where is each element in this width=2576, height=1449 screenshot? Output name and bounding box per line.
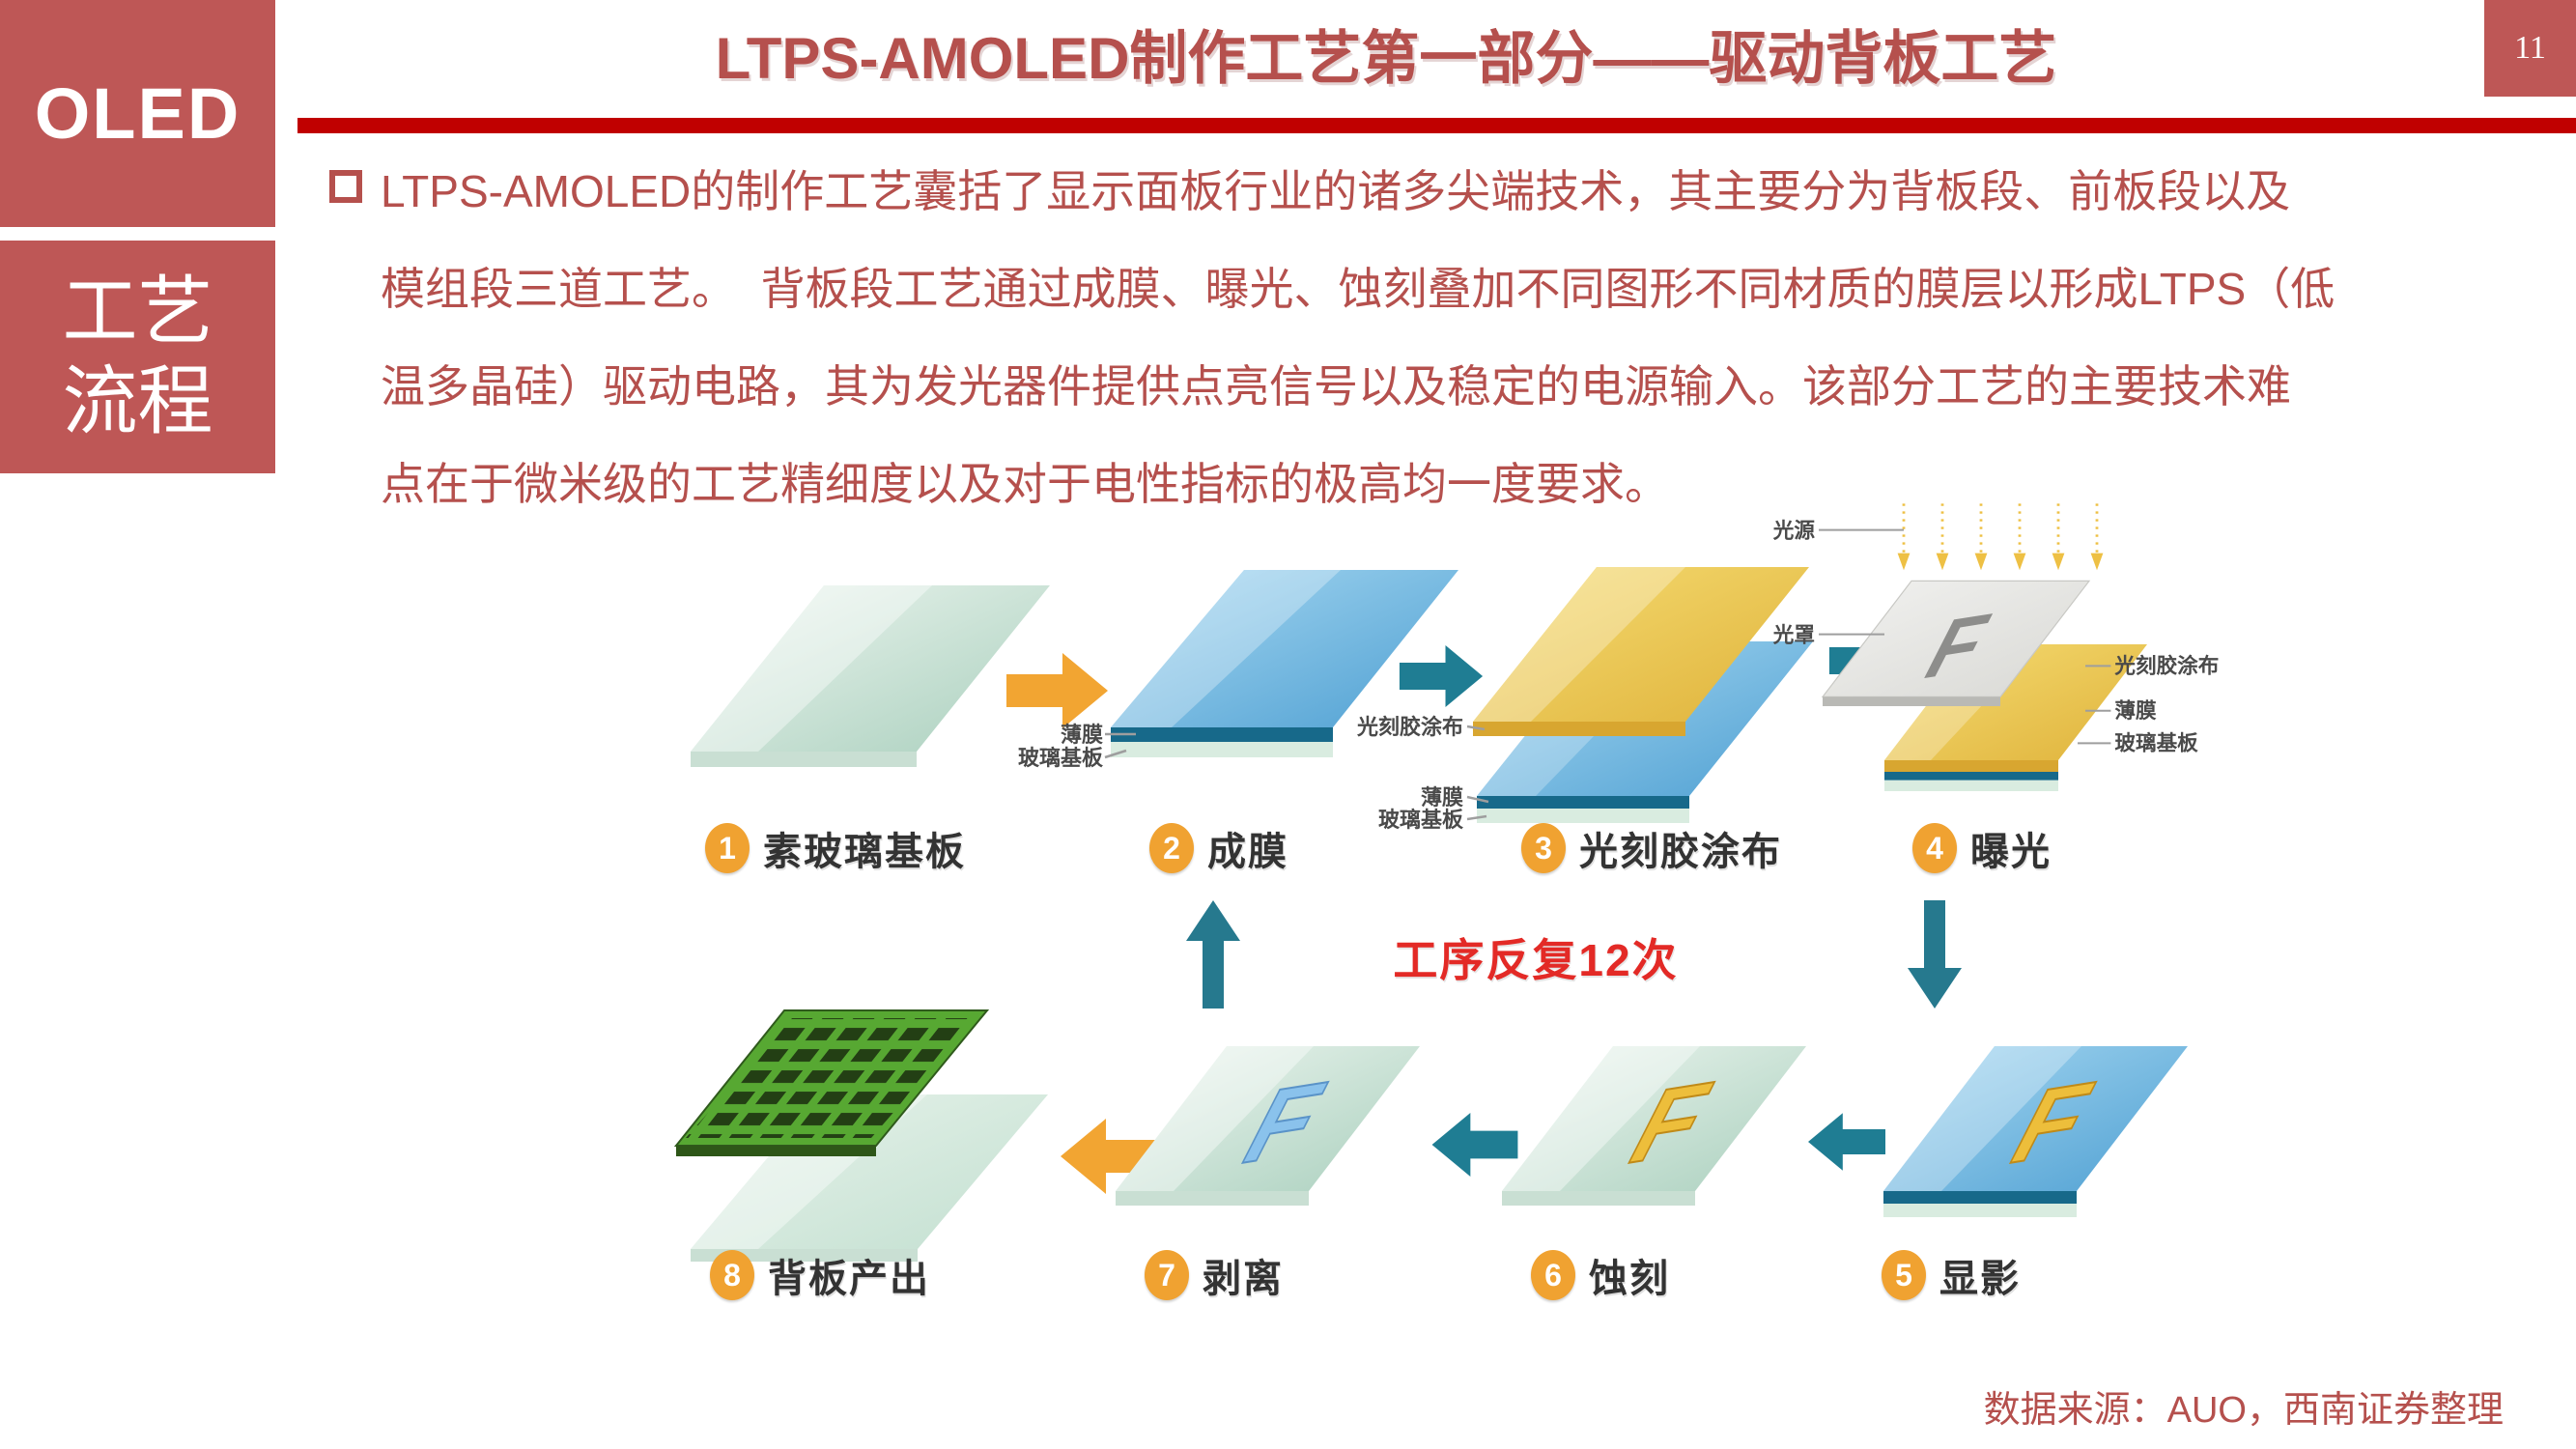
illustration-step7-strip: F: [1116, 1046, 1420, 1206]
step-8-number-badge: 8: [710, 1250, 754, 1300]
step4-label-photomask: 光罩: [1772, 623, 1815, 647]
step-2-number-badge: 2: [1149, 823, 1194, 873]
step-6-label: 蚀刻: [1589, 1258, 1670, 1300]
step4-layer-label-glass: 玻璃基板: [2114, 731, 2198, 755]
illustration-step6-etch: F: [1502, 1046, 1806, 1206]
step-4-caption: 4 曝光: [1912, 821, 2052, 875]
title-underline-rule: [297, 118, 2576, 133]
page-title: LTPS-AMOLED制作工艺第一部分——驱动背板工艺: [715, 26, 2057, 91]
step-1-caption: 1 素玻璃基板: [705, 821, 966, 875]
step-6-caption: 6 蚀刻: [1531, 1248, 1670, 1302]
step-2-caption: 2 成膜: [1149, 821, 1288, 875]
step-3-number-badge: 3: [1521, 823, 1566, 873]
oled-logo-block: OLED: [0, 0, 275, 227]
body-line: 模组段三道工艺。 背板段工艺通过成膜、曝光、蚀刻叠加不同图形不同材质的膜层以形成…: [381, 264, 2335, 314]
flow-arrow-step7-to-step2-up-icon: [1186, 900, 1240, 1009]
step-8-caption: 8 背板产出: [710, 1248, 930, 1302]
illustration-step5-develop: F: [1883, 1046, 2188, 1217]
step-3-caption: 3 光刻胶涂布: [1521, 821, 1782, 875]
light-rays-icon: [1902, 503, 2099, 554]
illustration-step8-backplane: [673, 1009, 1048, 1262]
bullet-square-icon: [329, 170, 362, 203]
flow-arrow-step7-to-step8-icon: [1061, 1119, 1162, 1194]
illustration-step2-film: 薄膜 玻璃基板: [1018, 570, 1458, 770]
step-5-label: 显影: [1939, 1258, 2021, 1300]
illustration-step3-photoresist: 光刻胶涂布 薄膜 玻璃基板: [1356, 567, 1813, 832]
data-source-note: 数据来源：AUO，西南证券整理: [1983, 1390, 2504, 1431]
body-line: 点在于微米级的工艺精细度以及对于电性指标的极高均一度要求。: [381, 459, 1669, 509]
illustration-step4-exposure: F 光源 光罩 光刻胶涂布 薄膜 玻璃基板: [1772, 503, 2219, 791]
step2-layer-label-glass: 玻璃基板: [1018, 746, 1104, 770]
step-8-label: 背板产出: [768, 1258, 930, 1300]
step-7-label: 剥离: [1203, 1258, 1284, 1300]
step-1-number-badge: 1: [705, 823, 750, 873]
step4-label-light-source: 光源: [1772, 519, 1816, 543]
cycle-repeat-note: 工序反复12次: [1393, 935, 1679, 985]
illustration-step1-bare-glass: [691, 585, 1050, 767]
flow-arrow-step2-to-step3-icon: [1399, 645, 1484, 707]
body-line: LTPS-AMOLED的制作工艺囊括了显示面板行业的诸多尖端技术，其主要分为背板…: [381, 166, 2291, 216]
step2-layer-label-film: 薄膜: [1061, 723, 1103, 747]
step-6-number-badge: 6: [1531, 1250, 1575, 1300]
sidebar-section-line1: 工艺: [62, 270, 213, 355]
sidebar-section-line2: 流程: [62, 358, 213, 443]
step-4-number-badge: 4: [1912, 823, 1957, 873]
step-2-label: 成膜: [1207, 831, 1288, 873]
flow-arrow-step4-to-step5-down-icon: [1908, 900, 1962, 1009]
flow-arrow-step6-to-step7-icon: [1431, 1113, 1518, 1177]
step-5-caption: 5 显影: [1882, 1248, 2021, 1302]
step-7-caption: 7 剥离: [1145, 1248, 1284, 1302]
body-line: 温多晶硅）驱动电路，其为发光器件提供点亮信号以及稳定的电源输入。该部分工艺的主要…: [381, 361, 2291, 412]
step4-layer-label-photoresist: 光刻胶涂布: [2113, 654, 2219, 678]
step-4-label: 曝光: [1970, 831, 2052, 873]
body-paragraph: LTPS-AMOLED的制作工艺囊括了显示面板行业的诸多尖端技术，其主要分为背板…: [381, 143, 2534, 533]
step3-layer-label-glass: 玻璃基板: [1378, 808, 1464, 832]
step-3-label: 光刻胶涂布: [1579, 831, 1782, 873]
flow-arrow-step1-to-step2-icon: [1006, 653, 1108, 728]
step-7-number-badge: 7: [1145, 1250, 1189, 1300]
step-5-number-badge: 5: [1882, 1250, 1926, 1300]
step4-layer-label-film: 薄膜: [2114, 698, 2157, 723]
page-number-badge: 11: [2484, 0, 2576, 97]
step-1-label: 素玻璃基板: [763, 831, 966, 873]
oled-logo-text: OLED: [34, 73, 241, 154]
step3-layer-label-photoresist: 光刻胶涂布: [1356, 715, 1463, 739]
sidebar-section-tab[interactable]: 工艺 流程: [0, 241, 275, 473]
step3-layer-label-film: 薄膜: [1421, 785, 1463, 810]
flow-arrow-step5-to-step6-icon: [1808, 1113, 1885, 1171]
